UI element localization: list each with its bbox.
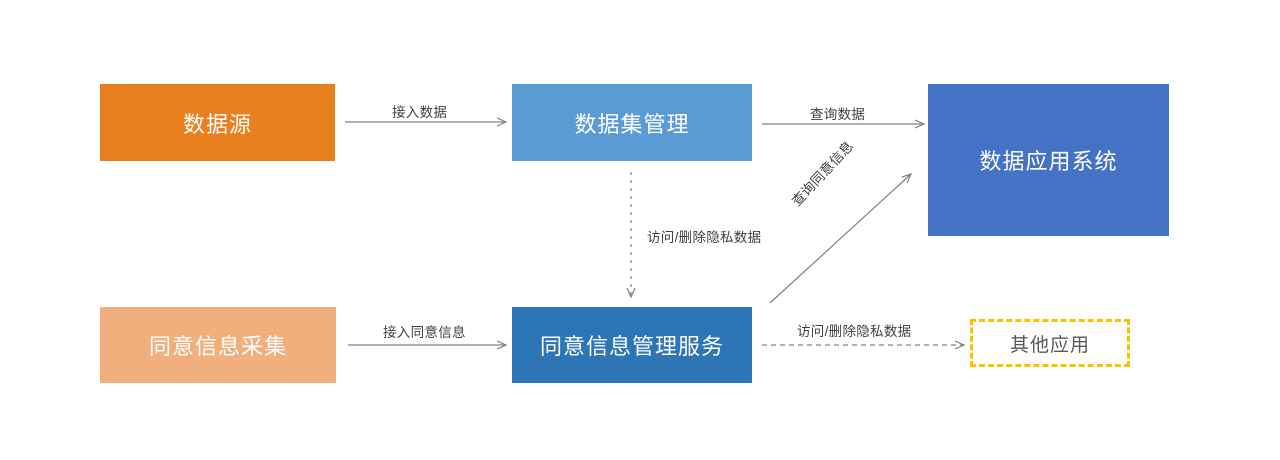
edge-label-query-consent-info: 查询同意信息 [788, 138, 857, 209]
node-consent-collection[interactable]: 同意信息采集 [100, 307, 336, 383]
node-data-application-system[interactable]: 数据应用系统 [928, 84, 1169, 236]
edge-label-ingest-data: 接入数据 [392, 105, 448, 120]
edge-label-access-delete-private-data-vertical: 访问/删除隐私数据 [647, 230, 762, 245]
node-other-applications[interactable]: 其他应用 [970, 319, 1130, 367]
node-data-application-system-label: 数据应用系统 [979, 149, 1118, 174]
node-dataset-management[interactable]: 数据集管理 [512, 84, 752, 161]
node-datasource-label: 数据源 [182, 111, 252, 137]
node-consent-collection-label: 同意信息采集 [148, 334, 287, 359]
node-datasource[interactable]: 数据源 [100, 84, 335, 161]
node-dataset-management-label: 数据集管理 [574, 111, 690, 137]
node-consent-management-service[interactable]: 同意信息管理服务 [512, 307, 752, 383]
node-other-applications-label: 其他应用 [1009, 334, 1090, 356]
edge-label-access-delete-private-data-horizontal: 访问/删除隐私数据 [797, 324, 912, 339]
edge-label-query-data: 查询数据 [810, 107, 866, 122]
edge-label-ingest-consent-info: 接入同意信息 [383, 325, 466, 340]
node-consent-management-service-label: 同意信息管理服务 [539, 334, 724, 359]
